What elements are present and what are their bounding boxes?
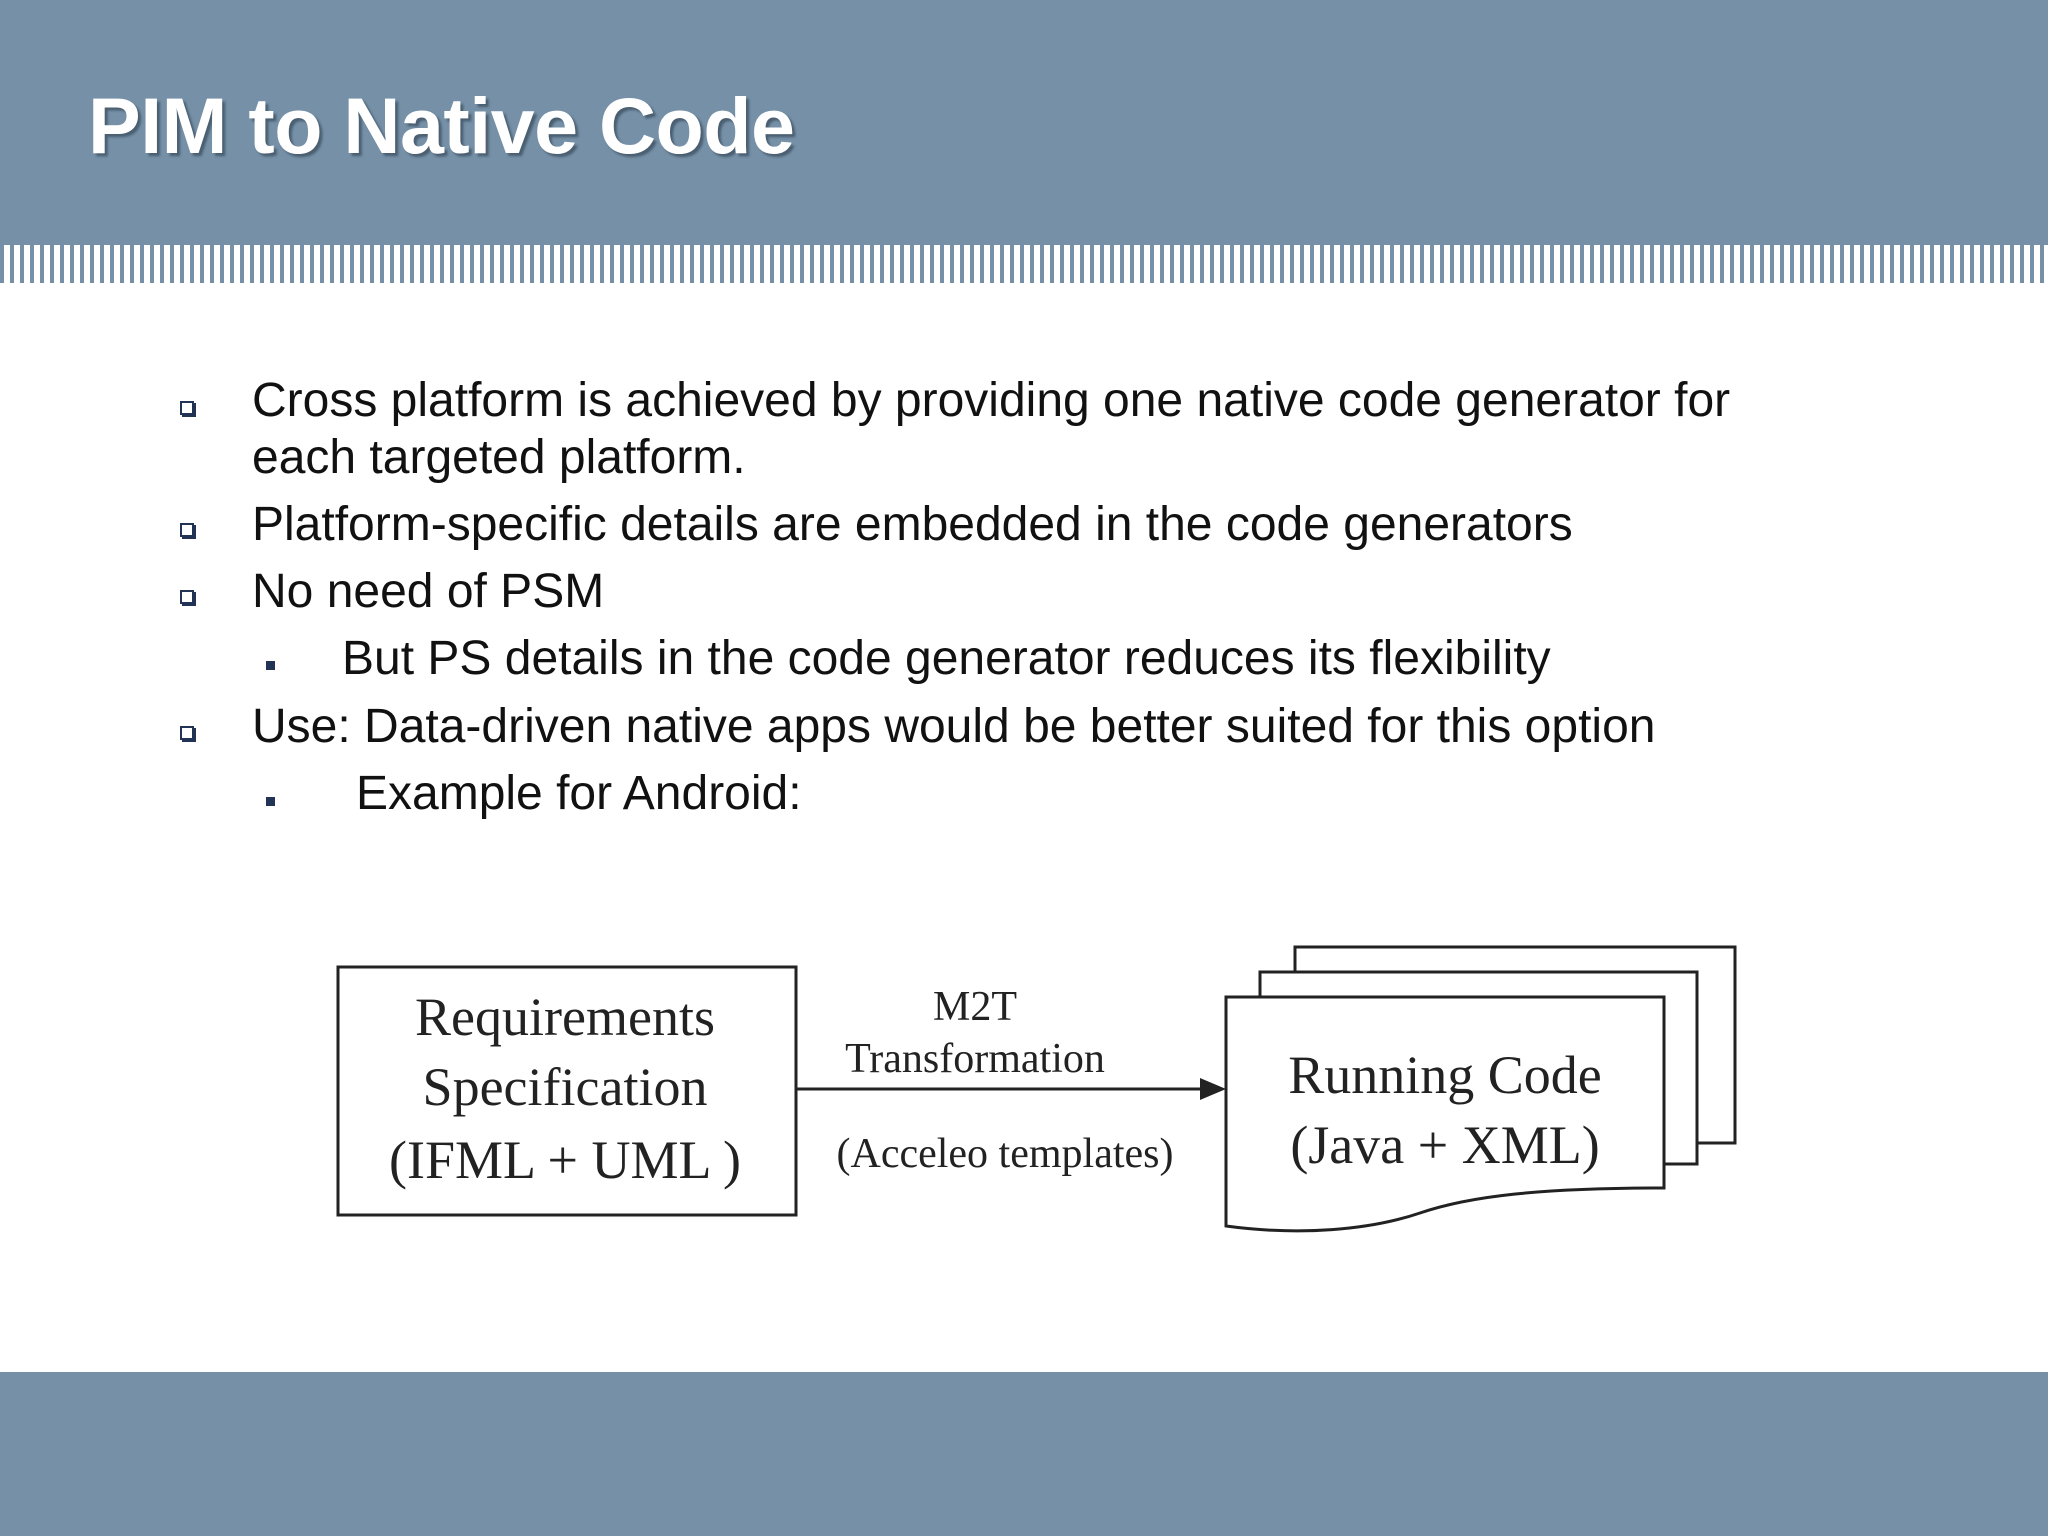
arrow-label-transformation: Transformation [845, 1036, 1105, 1082]
requirements-box [336, 965, 798, 1217]
requirements-label-line-1: Requirements [415, 987, 715, 1047]
square-bullet-icon [266, 661, 275, 670]
sub-bullet-1: But PS details in the code generator red… [342, 632, 1551, 685]
sub-bullet-2: Example for Android: [356, 767, 802, 820]
running-code-label-line-1: Running Code [1288, 1045, 1602, 1105]
checkbox-bullet-icon [180, 401, 194, 415]
checkbox-bullet-icon [180, 523, 194, 537]
bullet-2: Platform-specific details are embedded i… [252, 498, 1573, 551]
decorative-tick-strip [0, 245, 2048, 285]
arrow-label-m2t: M2T [933, 984, 1017, 1030]
bullet-3: No need of PSM [252, 565, 605, 618]
slide-header-band: PIM to Native Code [0, 0, 2048, 245]
checkbox-bullet-icon [180, 590, 194, 604]
requirements-label-line-2: Specification [423, 1057, 708, 1117]
slide-title: PIM to Native Code [88, 81, 795, 170]
transformation-arrow-head [1200, 1078, 1226, 1100]
requirements-label-line-3: (IFML + UML ) [389, 1130, 741, 1190]
bullet-4: Use: Data-driven native apps would be be… [252, 700, 1656, 753]
bullet-1-line-1: Cross platform is achieved by providing … [252, 374, 1731, 427]
square-bullet-icon [266, 797, 275, 806]
running-code-label-line-2: (Java + XML) [1290, 1115, 1599, 1175]
checkbox-bullet-icon [180, 726, 194, 740]
arrow-label-acceleo: (Acceleo templates) [837, 1131, 1174, 1177]
slide-footer-band [0, 1372, 2048, 1536]
bullet-1-line-2: each targeted platform. [252, 431, 746, 484]
running-code-document [1224, 995, 1666, 1233]
